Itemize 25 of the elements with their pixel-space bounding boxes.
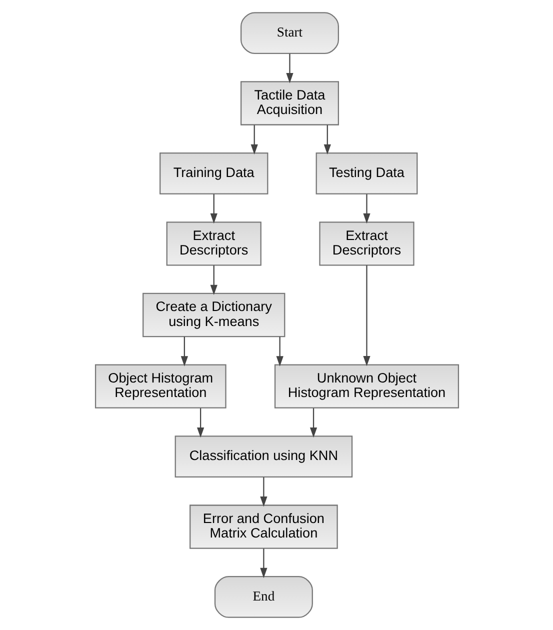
arrow — [210, 194, 217, 224]
arrow — [286, 54, 293, 84]
node-box: Testing Data — [315, 152, 418, 194]
node-box: Classification using KNN — [174, 436, 352, 478]
node-box: Tactile Data Acquisition — [240, 81, 338, 126]
node-box: Training Data — [159, 152, 268, 194]
node-box: Start — [240, 12, 338, 54]
arrow — [180, 336, 188, 366]
node-box: End — [214, 576, 312, 618]
arrow — [196, 408, 204, 438]
node-box: Create a Dictionary using K-means — [142, 292, 285, 338]
node-box: Unknown Object Histogram Representation — [274, 364, 459, 408]
node-box: Object Histogram Representation — [94, 364, 226, 408]
node-box: Extract Descriptors — [166, 222, 261, 266]
arrow — [250, 125, 258, 155]
arrow — [309, 408, 317, 438]
arrow — [323, 125, 330, 155]
arrow — [362, 265, 370, 366]
node-box: Error and Confusion Matrix Calculation — [189, 504, 338, 549]
arrow — [210, 265, 217, 296]
arrow — [276, 336, 283, 366]
arrow — [260, 477, 267, 507]
node-box: Extract Descriptors — [318, 222, 414, 266]
arrow — [260, 548, 267, 578]
arrow — [362, 194, 370, 224]
